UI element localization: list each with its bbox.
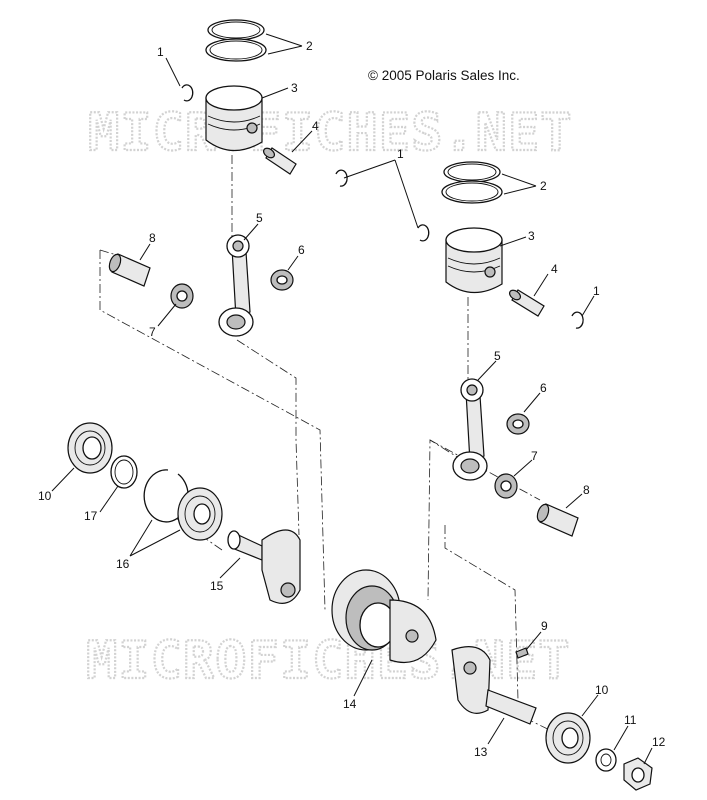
circlip-left [181,84,194,102]
callout-12: 12 [652,735,666,749]
callout-6: 6 [298,243,305,257]
callout-5: 5 [494,349,501,363]
watermark-top: MICROFICHES.NET [88,103,573,163]
circlip-right-b [571,311,584,329]
callout-5: 5 [256,211,263,225]
callout-16: 16 [116,557,130,571]
needle-bearing-right-7 [494,473,518,499]
callout-10: 10 [595,683,609,697]
needle-bearing-left-6 [270,269,294,291]
piston-rings-left [205,19,267,62]
leader-lines [51,33,653,765]
callout-1: 1 [593,284,600,298]
callout-2: 2 [306,39,313,53]
piston-right [445,227,503,294]
callout-15: 15 [210,579,224,593]
crankshaft-center-14 [331,569,437,664]
main-bearing-left-10 [67,422,113,474]
piston-pin-left [262,147,297,175]
watermark-bottom: MICROFICHES.NET [86,631,571,691]
callout-labels: 1 2 3 4 1 2 3 4 1 8 5 6 7 5 6 7 8 10 17 … [38,39,666,759]
callout-1: 1 [397,147,404,161]
connecting-rod-left [218,234,254,337]
nut-12 [623,757,653,791]
callout-4: 4 [551,262,558,276]
washer-11 [595,748,617,772]
woodruff-key-9 [515,647,529,659]
connecting-rod-right [452,378,488,481]
bearing-16 [177,487,223,541]
callout-2: 2 [540,179,547,193]
callout-9: 9 [541,619,548,633]
crankshaft-right-13 [451,646,537,725]
callout-7: 7 [149,325,156,339]
callout-13: 13 [474,745,488,759]
copyright-notice: © 2005 Polaris Sales Inc. [368,68,520,83]
retaining-ring-17 [110,455,138,489]
circlip-mid [335,169,348,187]
callout-3: 3 [291,81,298,95]
callout-7: 7 [531,449,538,463]
callout-4: 4 [312,119,319,133]
circlip-right-a [417,224,430,242]
bearing-pin-right-8 [536,503,579,537]
callout-11: 11 [624,713,637,727]
needle-bearing-right-6 [506,413,530,435]
callout-1: 1 [157,45,164,59]
callout-10: 10 [38,489,52,503]
callout-8: 8 [149,231,156,245]
callout-17: 17 [84,509,98,523]
piston-left [205,85,263,152]
callout-14: 14 [343,697,357,711]
crankshaft-left-15 [227,529,301,604]
bearing-pin-left-8 [108,253,151,287]
callout-8: 8 [583,483,590,497]
callout-3: 3 [528,229,535,243]
callout-6: 6 [540,381,547,395]
needle-bearing-left-7 [170,283,194,309]
main-bearing-right-10 [545,712,591,764]
piston-pin-right [508,289,545,317]
piston-rings-right [441,161,503,204]
